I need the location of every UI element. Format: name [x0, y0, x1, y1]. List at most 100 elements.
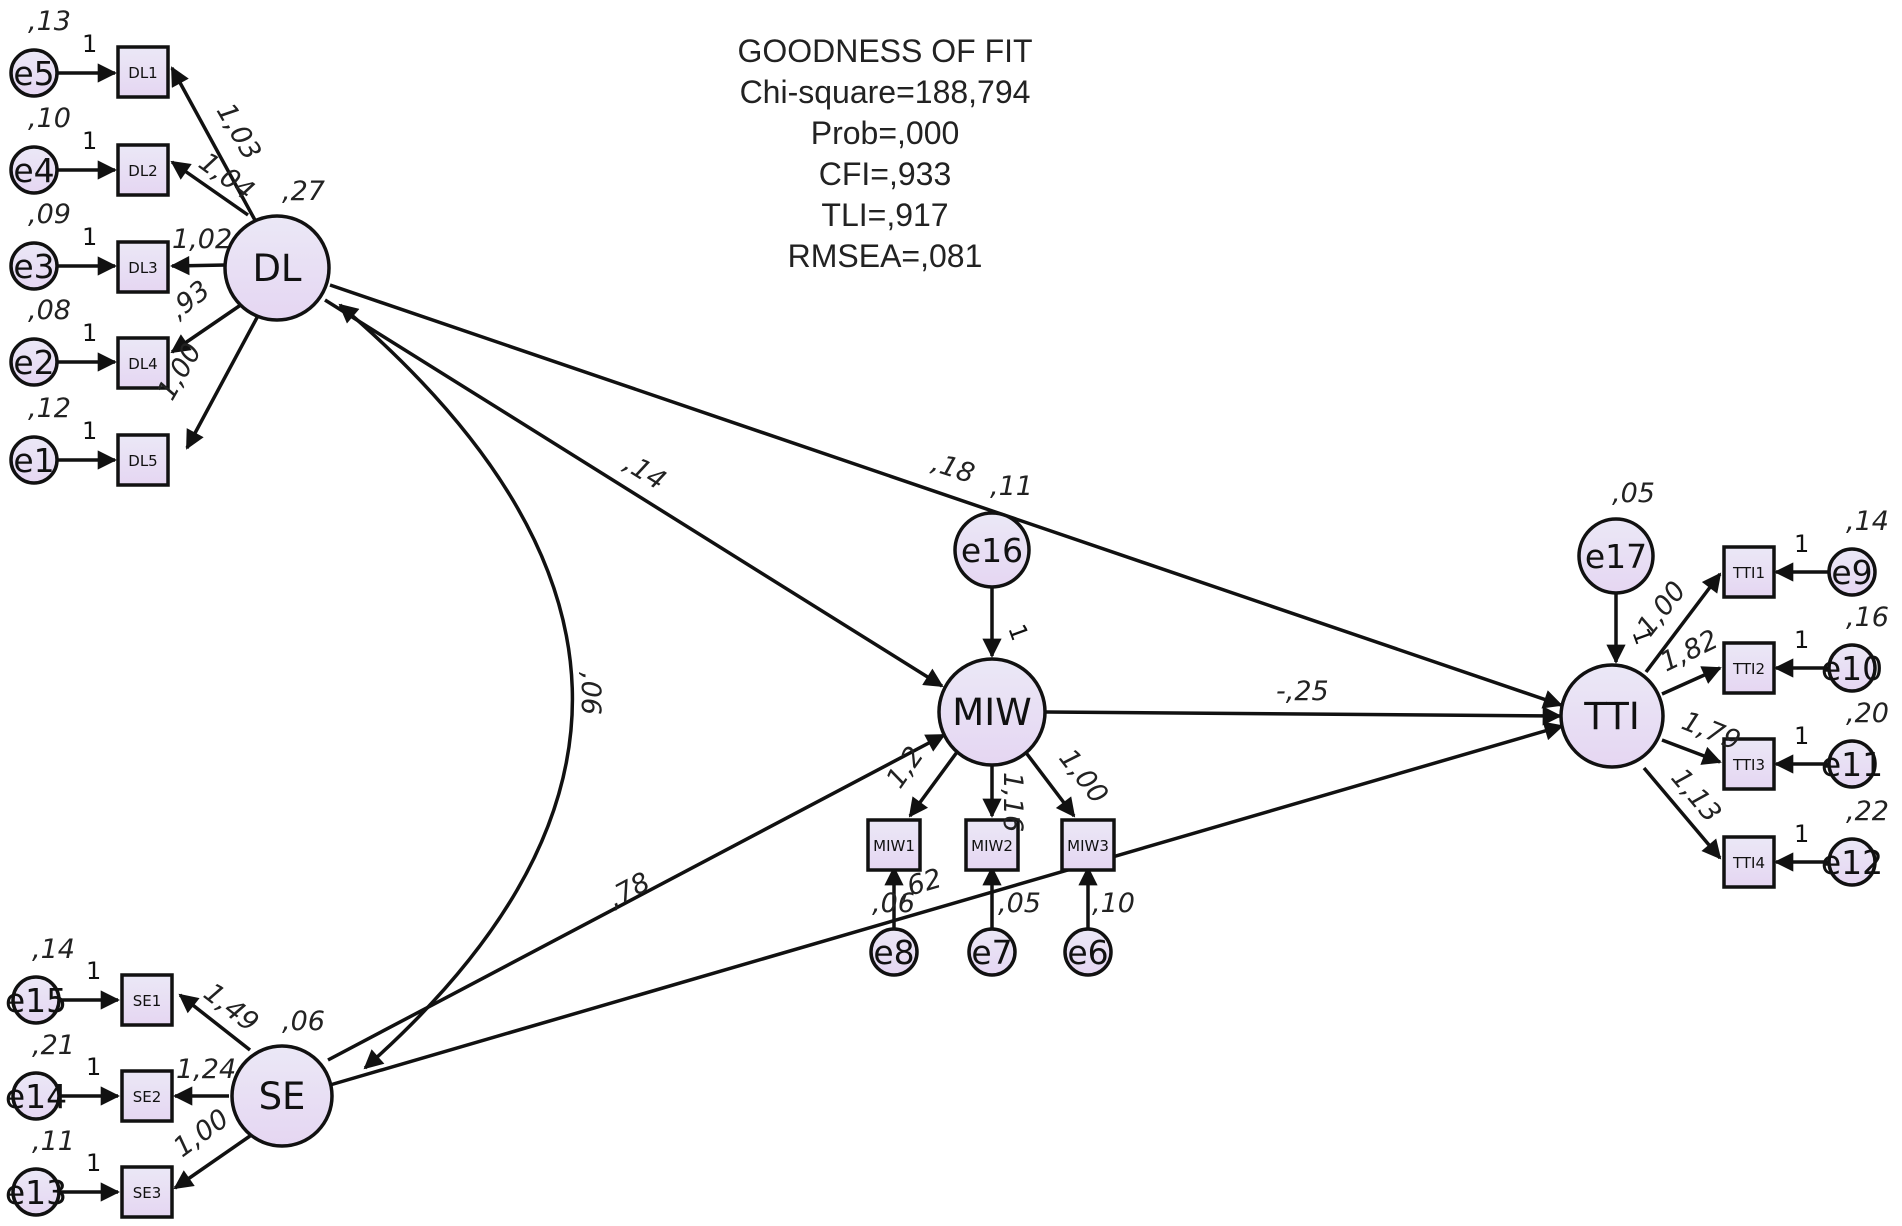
- path-dl-dl2: [170, 160, 250, 217]
- svg-text:e11: e11: [1821, 745, 1883, 784]
- loading-se2: 1,24: [176, 1054, 236, 1085]
- svg-text:e4: e4: [13, 151, 54, 190]
- error-e9[interactable]: e9: [1827, 547, 1877, 597]
- error-e17[interactable]: e17: [1577, 517, 1655, 595]
- svg-text:e8: e8: [873, 933, 914, 972]
- fixed-one-e13: 1: [86, 1149, 101, 1177]
- path-tti-tti4: [1642, 766, 1722, 860]
- svg-text:DL3: DL3: [128, 259, 157, 277]
- goodness-of-fit-block: GOODNESS OF FIT Chi-square=188,794 Prob=…: [737, 33, 1032, 274]
- variance-e11: ,20: [1846, 698, 1889, 729]
- cov-dl-se: [338, 303, 575, 1070]
- svg-text:MIW: MIW: [952, 691, 1031, 734]
- error-e8[interactable]: e8: [869, 927, 919, 977]
- variance-e5: ,13: [28, 6, 71, 37]
- observed-miw2[interactable]: MIW2: [964, 818, 1020, 872]
- variance-e10: ,16: [1846, 602, 1889, 633]
- error-e3[interactable]: e3: [9, 241, 59, 291]
- loading-tti4: 1,13: [1665, 763, 1727, 829]
- variance-se: ,06: [282, 1006, 325, 1037]
- fixed-one-e4: 1: [82, 127, 97, 155]
- variance-e14: ,21: [32, 1030, 75, 1061]
- path-dl-miw: [324, 298, 944, 688]
- variance-e12: ,22: [1846, 796, 1889, 827]
- loading-dl3: 1,02: [172, 224, 232, 255]
- fixed-one-e12: 1: [1794, 820, 1809, 848]
- path-miw-miw1: [908, 746, 962, 818]
- observed-tti1[interactable]: TTI1: [1722, 545, 1776, 599]
- svg-text:e14: e14: [5, 1077, 67, 1116]
- error-e13[interactable]: e13: [5, 1167, 67, 1217]
- labels: ,27 ,06 ,11 ,05 ,13 ,10 ,09 ,08 ,12 ,14 …: [28, 6, 1889, 1177]
- svg-text:MIW2: MIW2: [971, 837, 1013, 855]
- variance-e4: ,10: [28, 103, 71, 134]
- error-e5[interactable]: e5: [9, 48, 59, 98]
- observed-dl2[interactable]: DL2: [116, 143, 170, 197]
- path-dl-dl3: [170, 256, 227, 276]
- svg-text:e1: e1: [13, 441, 54, 480]
- path-miw-tti: [1045, 706, 1562, 726]
- observed-miw1[interactable]: MIW1: [866, 818, 922, 872]
- svg-text:DL5: DL5: [128, 452, 157, 470]
- error-e1[interactable]: e1: [9, 435, 59, 485]
- variance-e9: ,14: [1846, 506, 1889, 537]
- edges: [56, 63, 1830, 1202]
- error-e10[interactable]: e10: [1821, 643, 1883, 693]
- observed-dl3[interactable]: DL3: [116, 240, 170, 294]
- loading-dl4: ,93: [163, 275, 216, 326]
- observed-miw3[interactable]: MIW3: [1060, 818, 1116, 872]
- coef-miw-tti: -,25: [1276, 676, 1329, 707]
- variance-e17: ,05: [1612, 478, 1655, 509]
- observed-tti2[interactable]: TTI2: [1722, 641, 1776, 695]
- error-e2[interactable]: e2: [9, 337, 59, 387]
- fixed-one-e10: 1: [1794, 626, 1809, 654]
- error-e11[interactable]: e11: [1821, 739, 1883, 789]
- fixed-one-e1: 1: [82, 417, 97, 445]
- latent-tti[interactable]: TTI: [1559, 663, 1665, 769]
- latent-dl[interactable]: DL: [223, 214, 331, 322]
- variance-e16: ,11: [990, 471, 1033, 502]
- variance-e8: ,06: [872, 888, 915, 919]
- observed-se2[interactable]: SE2: [120, 1069, 174, 1123]
- svg-text:DL1: DL1: [128, 64, 157, 82]
- error-e6[interactable]: e6: [1063, 927, 1113, 977]
- svg-text:e15: e15: [5, 981, 67, 1020]
- error-e16[interactable]: e16: [953, 511, 1031, 589]
- svg-text:DL2: DL2: [128, 162, 157, 180]
- latent-miw[interactable]: MIW: [937, 657, 1047, 767]
- observed-se3[interactable]: SE3: [120, 1165, 174, 1219]
- observed-se1[interactable]: SE1: [120, 973, 174, 1027]
- variance-dl: ,27: [282, 176, 325, 207]
- svg-text:SE1: SE1: [133, 992, 162, 1010]
- loading-miw2: 1,16: [997, 772, 1028, 832]
- svg-text:DL4: DL4: [128, 355, 157, 373]
- path-miw-miw3: [1022, 748, 1076, 818]
- observed-dl4[interactable]: DL4: [116, 336, 170, 390]
- error-e4[interactable]: e4: [9, 145, 59, 195]
- fit-prob: Prob=,000: [811, 115, 960, 151]
- path-se-se3: [173, 1134, 251, 1190]
- svg-text:SE3: SE3: [133, 1184, 162, 1202]
- observed-tti4[interactable]: TTI4: [1722, 835, 1776, 889]
- observed-dl1[interactable]: DL1: [116, 45, 170, 99]
- latent-se[interactable]: SE: [230, 1044, 334, 1148]
- svg-text:e12: e12: [1821, 843, 1883, 882]
- error-e12[interactable]: e12: [1821, 837, 1883, 887]
- svg-text:MIW1: MIW1: [873, 837, 915, 855]
- svg-text:e6: e6: [1067, 933, 1108, 972]
- path-se-tti: [329, 721, 1564, 1087]
- svg-text:TTI2: TTI2: [1732, 660, 1765, 678]
- error-e7[interactable]: e7: [967, 927, 1017, 977]
- fit-cfi: CFI=,933: [819, 156, 952, 192]
- svg-text:e5: e5: [13, 54, 54, 93]
- observed-dl5[interactable]: DL5: [116, 433, 170, 487]
- svg-text:DL: DL: [252, 247, 301, 290]
- error-e14[interactable]: e14: [5, 1071, 67, 1121]
- svg-text:e7: e7: [971, 933, 1012, 972]
- svg-text:e17: e17: [1585, 537, 1647, 576]
- path-tti-tti2: [1661, 666, 1722, 696]
- coef-dl-tti: ,18: [928, 447, 978, 490]
- observed-tti3[interactable]: TTI3: [1722, 737, 1776, 791]
- error-e15[interactable]: e15: [5, 975, 67, 1025]
- svg-text:MIW3: MIW3: [1067, 837, 1109, 855]
